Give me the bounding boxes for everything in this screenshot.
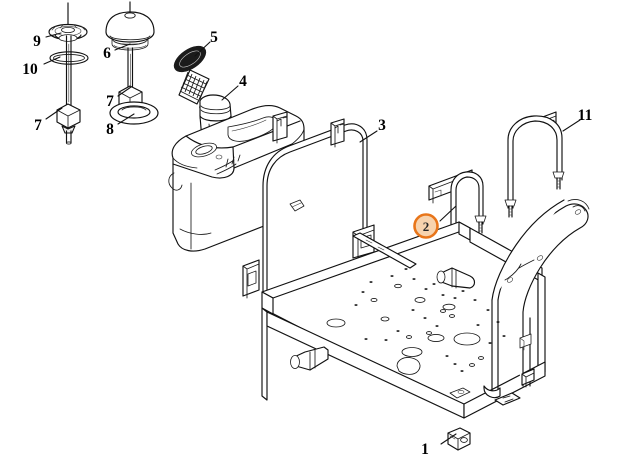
axle-stub-upper bbox=[436, 267, 476, 289]
callout-label-10: 10 bbox=[22, 61, 38, 78]
callout-label-1: 1 bbox=[421, 441, 429, 458]
part-chassis-frame bbox=[261, 199, 590, 419]
deck-holes bbox=[326, 268, 506, 375]
part-nut-fitting-left bbox=[56, 103, 81, 145]
callout-label-7a: 7 bbox=[34, 117, 42, 134]
callout-label-5: 5 bbox=[210, 29, 218, 46]
leader-11 bbox=[562, 119, 581, 132]
callout-label-6: 6 bbox=[103, 45, 111, 62]
highlight-badge-label: 2 bbox=[423, 219, 430, 234]
leader-5 bbox=[194, 41, 211, 57]
part-u-bolt-bracket-right bbox=[504, 111, 565, 218]
leader-9 bbox=[45, 32, 62, 38]
leader-4 bbox=[221, 85, 239, 101]
callout-label-9: 9 bbox=[33, 33, 41, 50]
leader-2 bbox=[439, 205, 457, 222]
part-small-clamp-bracket bbox=[447, 427, 471, 451]
part-tank-cap-large bbox=[105, 1, 155, 51]
highlight-badge-circle[interactable] bbox=[413, 213, 439, 239]
leader-7a bbox=[45, 107, 63, 120]
callout-leaders bbox=[43, 32, 581, 445]
leader-8 bbox=[117, 113, 135, 125]
leader-3 bbox=[359, 130, 378, 143]
callout-label-8: 8 bbox=[106, 121, 114, 138]
part-sealing-ring-large bbox=[109, 101, 159, 125]
leader-6 bbox=[114, 43, 131, 51]
callout-label-7b: 7 bbox=[106, 93, 114, 110]
leader-10 bbox=[43, 56, 61, 65]
part-shaft-left bbox=[65, 35, 72, 109]
highlight-badge-2[interactable]: 2 bbox=[413, 213, 439, 239]
callout-label-11: 11 bbox=[578, 107, 593, 124]
callout-label-4: 4 bbox=[239, 73, 247, 90]
leader-7b bbox=[117, 86, 132, 97]
leader-1 bbox=[440, 433, 457, 445]
callout-label-3: 3 bbox=[378, 117, 386, 134]
axle-stub-lower bbox=[290, 346, 329, 371]
